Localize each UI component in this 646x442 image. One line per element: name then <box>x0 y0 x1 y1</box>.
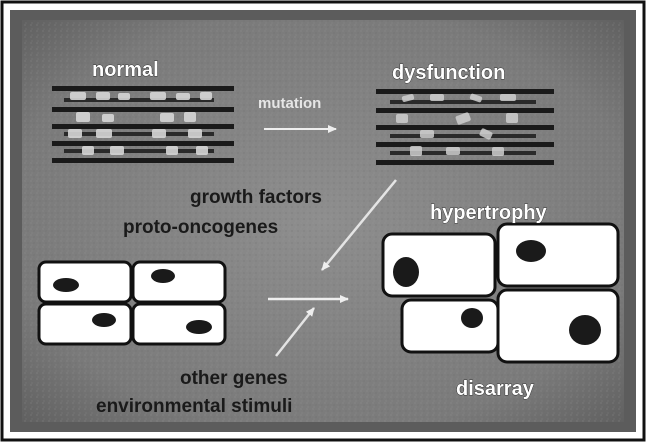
thin-filament <box>376 125 554 130</box>
label-dysfunction: dysfunction <box>392 62 505 84</box>
cell <box>39 304 131 344</box>
thin-filament <box>376 89 554 94</box>
thin-filament <box>52 124 234 129</box>
thin-filament <box>376 108 554 113</box>
label-other-genes: other genes <box>180 368 288 389</box>
cell <box>133 262 225 302</box>
nucleus <box>186 320 212 334</box>
hypertrophic-cells <box>383 224 618 362</box>
label-growth-factors: growth factors <box>190 187 322 208</box>
label-hypertrophy: hypertrophy <box>430 202 548 224</box>
thick-filament <box>390 134 536 138</box>
cell <box>39 262 131 302</box>
label-environmental-stimuli: environmental stimuli <box>96 396 292 417</box>
cell <box>402 300 498 352</box>
dysfunctional-sarcomere <box>376 89 554 165</box>
cell <box>498 224 618 286</box>
nucleus <box>516 240 546 262</box>
cell <box>133 304 225 344</box>
label-mutation: mutation <box>258 95 321 112</box>
nucleus <box>569 315 601 345</box>
nucleus <box>461 308 483 328</box>
thin-filament <box>52 107 234 112</box>
label-proto-oncogenes: proto-oncogenes <box>123 217 278 238</box>
nucleus <box>92 313 116 327</box>
thin-filament <box>376 160 554 165</box>
nucleus <box>151 269 175 283</box>
nucleus <box>393 257 419 287</box>
label-disarray: disarray <box>456 378 535 400</box>
thin-filament <box>376 142 554 147</box>
thick-filament <box>64 98 214 102</box>
thin-filament <box>52 158 234 163</box>
nucleus <box>53 278 79 292</box>
label-normal: normal <box>92 59 159 81</box>
thin-filament <box>52 141 234 146</box>
thin-filament <box>52 86 234 91</box>
